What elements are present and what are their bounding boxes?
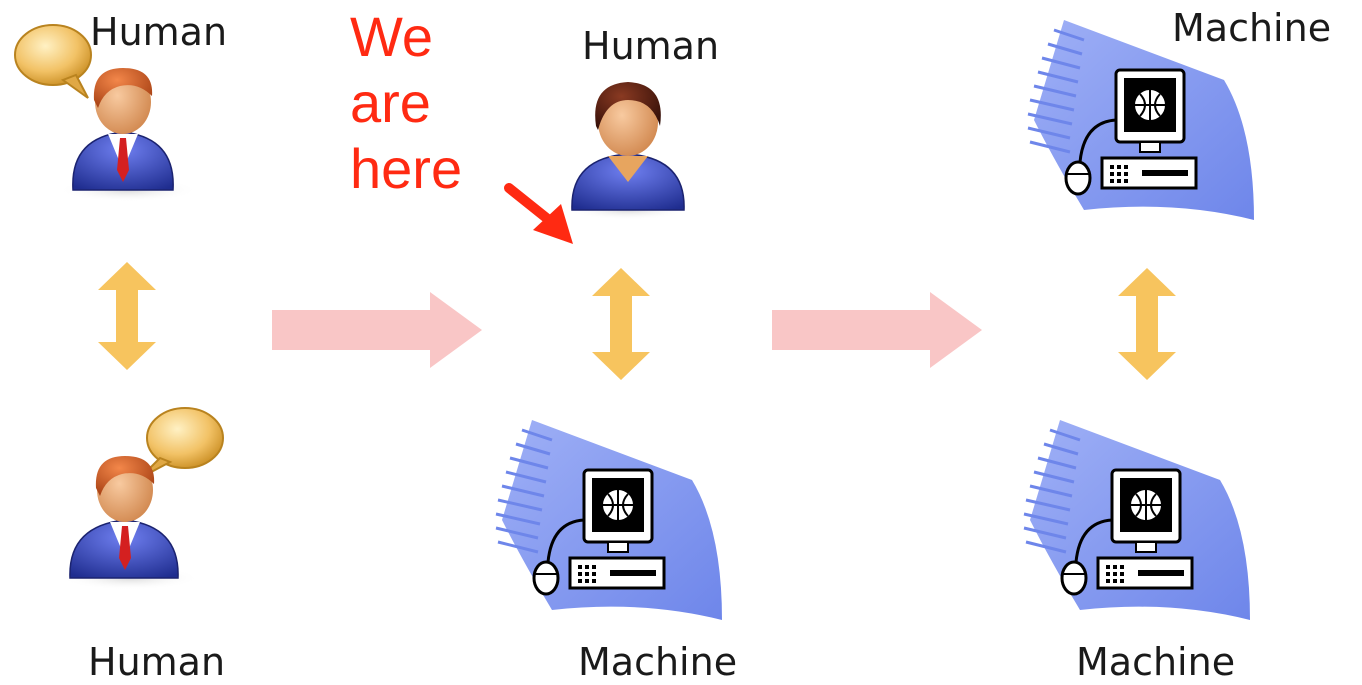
interaction-arrow-right [1118,268,1176,380]
label-left-bottom: Human [88,640,226,684]
annotation-line-2: are [350,71,431,134]
interaction-arrow-middle [592,268,650,380]
computer-icon [495,420,722,620]
we-are-here-annotation: We are here [350,4,520,202]
annotation-line-1: We [350,5,433,68]
label-left-top: Human [90,10,228,54]
computer-icon [1023,420,1250,620]
label-middle-top: Human [582,24,720,68]
label-right-top: Machine [1172,6,1332,50]
computer-icon [1027,20,1254,220]
human-speaking-icon [14,24,198,202]
label-right-bottom: Machine [1076,640,1236,684]
progress-arrow-1 [272,292,482,368]
human-icon [566,82,690,220]
annotation-line-3: here [350,137,463,200]
label-middle-bottom: Machine [578,640,738,684]
human-speaking-icon [60,407,224,590]
interaction-arrow-left [98,262,156,370]
progress-arrow-2 [772,292,982,368]
pointer-arrow [504,183,573,244]
